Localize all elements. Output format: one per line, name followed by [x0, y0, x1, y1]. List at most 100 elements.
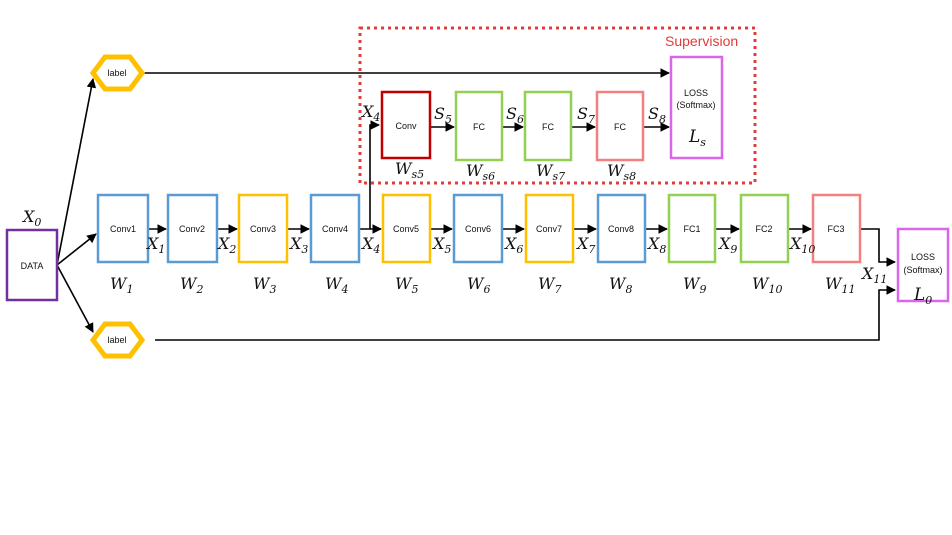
w11-base: W: [825, 274, 843, 293]
w1-base: W: [110, 274, 128, 293]
w1-subscript: 1: [126, 283, 133, 296]
ls-label: Ls: [688, 127, 706, 149]
x3-base: X: [288, 234, 302, 253]
x5-subscript: 5: [444, 243, 451, 256]
sup-fc3-label: FC: [614, 122, 626, 132]
w8-subscript: 8: [625, 283, 632, 296]
loss-sup-node: [669, 55, 724, 160]
x10-label: X10: [788, 234, 815, 256]
w9-base: W: [683, 274, 701, 293]
x4-base: X: [360, 234, 374, 253]
conv8-node: [596, 193, 647, 264]
w3-subscript: 3: [269, 283, 276, 296]
ws6-label: Ws6: [466, 161, 495, 183]
w8-label: W8: [609, 274, 632, 296]
conv4-label: Conv4: [322, 224, 348, 234]
s5-base: S: [434, 104, 445, 123]
ls-base: L: [688, 127, 700, 147]
w5-label: W5: [395, 274, 418, 296]
s8-subscript: 8: [659, 113, 666, 126]
w11-subscript: 11: [841, 283, 855, 296]
sup-fc2-label: FC: [542, 122, 554, 132]
conv2-label: Conv2: [179, 224, 205, 234]
w5-subscript: 5: [411, 283, 418, 296]
x4s-subscript: 4: [372, 111, 380, 124]
w4-base: W: [325, 274, 343, 293]
sup-fc1-node: [454, 90, 504, 162]
data-node: [5, 228, 59, 302]
label-top-node: [89, 54, 146, 92]
supervision-region: [358, 26, 757, 185]
sup-conv-label: Conv: [395, 121, 417, 131]
w7-base: W: [538, 274, 556, 293]
x3-label: X3: [288, 234, 308, 256]
loss-sup-label-line2: (Softmax): [676, 100, 715, 110]
conv3-node: [237, 193, 289, 264]
w9-label: W9: [683, 274, 706, 296]
conv3-label: Conv3: [250, 224, 276, 234]
s6-label: S6: [506, 104, 524, 126]
s5-label: S5: [434, 104, 452, 126]
s7-label: S7: [577, 104, 595, 126]
conv1-node: [96, 193, 150, 264]
fc3-label: FC3: [827, 224, 844, 234]
x2-label: X2: [216, 234, 236, 256]
w7-subscript: 7: [554, 283, 561, 296]
w1-label: W1: [110, 274, 133, 296]
x9-label: X9: [717, 234, 737, 256]
loss-main-label-line1: LOSS: [911, 252, 935, 262]
x1-label: X1: [145, 234, 165, 256]
w10-label: W10: [752, 274, 782, 296]
ws7-base: W: [536, 161, 554, 180]
w3-base: W: [253, 274, 271, 293]
x5-base: X: [431, 234, 445, 253]
conv1-label: Conv1: [110, 224, 136, 234]
x8-subscript: 8: [659, 243, 666, 256]
ws5-base: W: [395, 159, 413, 178]
x0-base: X: [21, 207, 35, 226]
x1-subscript: 1: [158, 243, 165, 256]
w11-label: W11: [825, 274, 855, 296]
label-bottom-node: [89, 321, 146, 359]
ws6-base: W: [466, 161, 484, 180]
w6-label: W6: [467, 274, 490, 296]
w5-base: W: [395, 274, 413, 293]
x0-subscript: 0: [34, 216, 41, 229]
x2-subscript: 2: [228, 243, 236, 256]
x7-base: X: [575, 234, 589, 253]
x9-base: X: [717, 234, 731, 253]
s6-subscript: 6: [517, 113, 524, 126]
conv7-label: Conv7: [536, 224, 562, 234]
conv6-label: Conv6: [465, 224, 491, 234]
conv4-node: [309, 193, 361, 264]
fc1-node: [667, 193, 717, 264]
loss-main-node: [896, 227, 950, 303]
sup-fc2-node: [523, 90, 573, 162]
fc1-label: FC1: [683, 224, 700, 234]
conv5-node: [381, 193, 432, 264]
ws8-base: W: [607, 161, 625, 180]
x10-base: X: [788, 234, 802, 253]
connectors: [56, 68, 896, 341]
x8-base: X: [646, 234, 660, 253]
x9-subscript: 9: [730, 243, 737, 256]
math-labels: X0 X1 X2 X3 X4 X5 X6 X7 X8 X9 X10 X11 W1…: [21, 102, 932, 307]
label-bottom-text: label: [107, 335, 126, 345]
arrow-data-to-conv1: [56, 233, 97, 266]
loss-sup-label-line1: LOSS: [684, 88, 708, 98]
s8-label: S8: [648, 104, 666, 126]
w10-subscript: 10: [768, 283, 782, 296]
supervision-title: Supervision: [665, 33, 738, 49]
w3-label: W3: [253, 274, 276, 296]
x5-label: X5: [431, 234, 451, 256]
w6-base: W: [467, 274, 485, 293]
l0-label: L0: [913, 285, 932, 307]
x7-subscript: 7: [588, 243, 595, 256]
w4-subscript: 4: [340, 283, 348, 296]
sup-fc3-node: [595, 90, 645, 162]
s5-subscript: 5: [445, 113, 452, 126]
x11-subscript: 11: [873, 273, 887, 286]
x4-label: X4: [360, 234, 380, 256]
s7-base: S: [577, 104, 588, 123]
